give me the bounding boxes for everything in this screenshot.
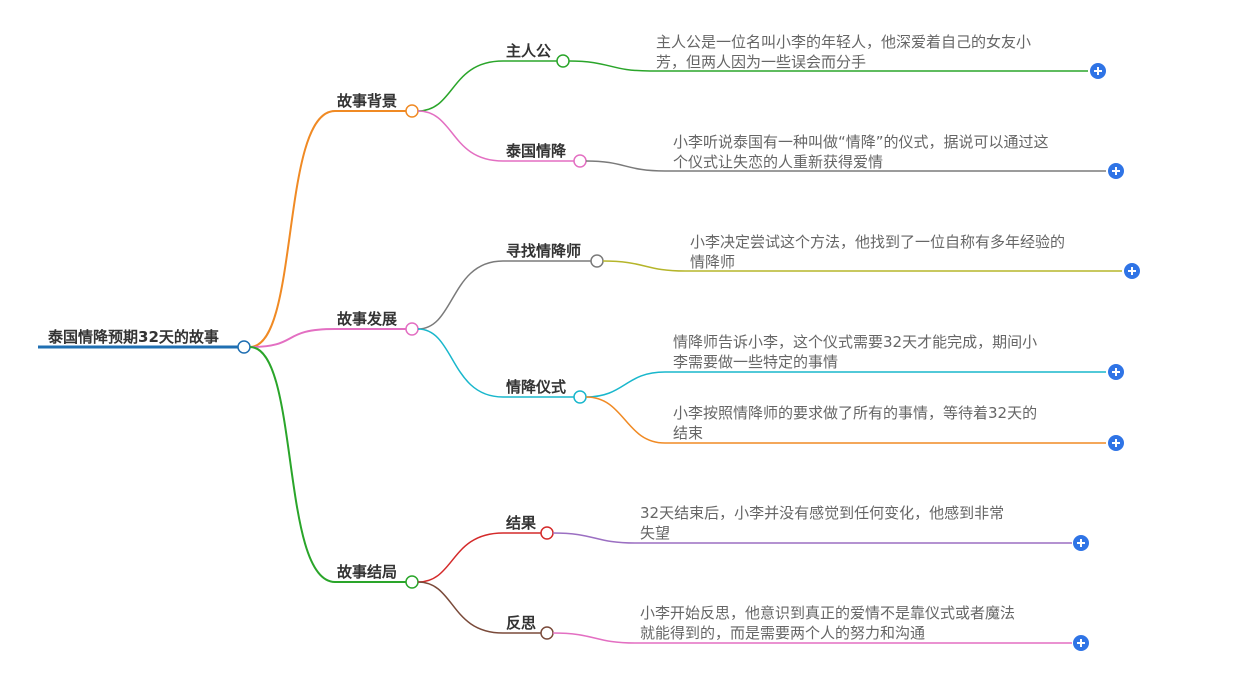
leaf-text-thai-love-spell-line2: 个仪式让失恋的人重新获得爱情 — [673, 153, 883, 171]
edge-leaf-thai-love-spell — [585, 160, 1106, 172]
edge-root-branch-1 — [249, 110, 412, 348]
expand-plus-icon[interactable] — [1108, 364, 1124, 380]
edge-leaf-ritual-2 — [585, 396, 1106, 444]
edge-root-branch-2 — [249, 328, 412, 348]
edge-root-branch-3 — [249, 346, 412, 583]
child-node-find-master[interactable]: 寻找情降师 — [506, 242, 604, 268]
branch-label-2: 故事发展 — [337, 310, 397, 328]
leaf-text-ritual-wait-line1: 小李按照情降师的要求做了所有的事情，等待着32天的 — [673, 404, 1037, 422]
leaf-text-result-line1: 32天结束后，小李并没有感觉到任何变化，他感到非常 — [640, 504, 1004, 522]
leaf-text-reflection-line1: 小李开始反思，他意识到真正的爱情不是靠仪式或者魔法 — [640, 604, 1015, 622]
expand-plus-icon[interactable] — [1073, 535, 1089, 551]
edge-leaf-ritual-1 — [585, 371, 1106, 398]
branch-node-2[interactable]: 故事发展 — [337, 310, 419, 336]
root-connector[interactable] — [237, 340, 251, 354]
leaf-text-ritual-line2: 李需要做一些特定的事情 — [673, 353, 838, 371]
child-label-result: 结果 — [506, 514, 537, 532]
root-label: 泰国情降预期32天的故事 — [47, 328, 219, 346]
expand-plus-icon[interactable] — [1090, 63, 1106, 79]
leaf-text-ritual-line1: 情降师告诉小李，这个仪式需要32天才能完成，期间小 — [673, 333, 1037, 351]
leaf-text-protagonist-line1: 主人公是一位名叫小李的年轻人，他深爱着自己的女友小 — [656, 33, 1031, 51]
leaf-text-ritual-wait-line2: 结束 — [673, 424, 703, 442]
edge-branch2-child2 — [417, 328, 580, 398]
edge-leaf-result — [552, 532, 1072, 544]
edge-leaf-find-master — [602, 260, 1122, 272]
edge-branch2-child1 — [417, 260, 597, 330]
root-node[interactable]: 泰国情降预期32天的故事 — [38, 328, 251, 354]
child-label-find-master: 寻找情降师 — [506, 242, 581, 260]
child-node-ritual[interactable]: 情降仪式 — [506, 378, 587, 404]
branch-connector-3[interactable] — [405, 575, 419, 589]
edge-branch1-child1 — [417, 60, 563, 112]
leaf-text-protagonist-line2: 芳，但两人因为一些误会而分手 — [656, 53, 866, 71]
child-label-ritual: 情降仪式 — [506, 378, 566, 396]
child-connector-thai-love-spell[interactable] — [573, 154, 587, 168]
child-node-protagonist[interactable]: 主人公 — [506, 42, 570, 68]
leaf-text-find-master-line2: 情降师 — [690, 253, 735, 271]
branch-label-1: 故事背景 — [337, 92, 397, 110]
child-connector-reflection[interactable] — [540, 626, 554, 640]
expand-plus-icon[interactable] — [1108, 435, 1124, 451]
child-label-thai-love-spell: 泰国情降 — [505, 142, 567, 160]
child-label-protagonist: 主人公 — [506, 42, 551, 60]
leaf-text-find-master-line1: 小李决定尝试这个方法，他找到了一位自称有多年经验的 — [690, 233, 1065, 251]
child-label-reflection: 反思 — [506, 614, 536, 632]
child-connector-protagonist[interactable] — [556, 54, 570, 68]
expand-plus-icon[interactable] — [1108, 163, 1124, 179]
child-node-reflection[interactable]: 反思 — [506, 614, 554, 640]
branch-connector-1[interactable] — [405, 104, 419, 118]
edge-branch3-child2 — [417, 581, 547, 634]
child-connector-find-master[interactable] — [590, 254, 604, 268]
edge-leaf-reflection — [552, 632, 1072, 644]
branch-node-1[interactable]: 故事背景 — [337, 92, 419, 118]
edge-branch3-child1 — [417, 532, 547, 583]
expand-plus-icon[interactable] — [1124, 263, 1140, 279]
expand-plus-icon[interactable] — [1073, 635, 1089, 651]
child-node-thai-love-spell[interactable]: 泰国情降 — [505, 142, 587, 168]
branch-connector-2[interactable] — [405, 322, 419, 336]
leaf-text-reflection-line2: 就能得到的，而是需要两个人的努力和沟通 — [640, 624, 925, 642]
child-node-result[interactable]: 结果 — [506, 514, 554, 540]
child-connector-result[interactable] — [540, 526, 554, 540]
leaf-text-result-line2: 失望 — [640, 524, 670, 542]
child-connector-ritual[interactable] — [573, 390, 587, 404]
branch-node-3[interactable]: 故事结局 — [337, 563, 419, 589]
edge-leaf-protagonist — [568, 60, 1088, 72]
leaf-text-thai-love-spell-line1: 小李听说泰国有一种叫做“情降”的仪式，据说可以通过这 — [673, 133, 1049, 151]
edge-branch1-child2 — [417, 110, 580, 162]
branch-label-3: 故事结局 — [337, 563, 397, 581]
